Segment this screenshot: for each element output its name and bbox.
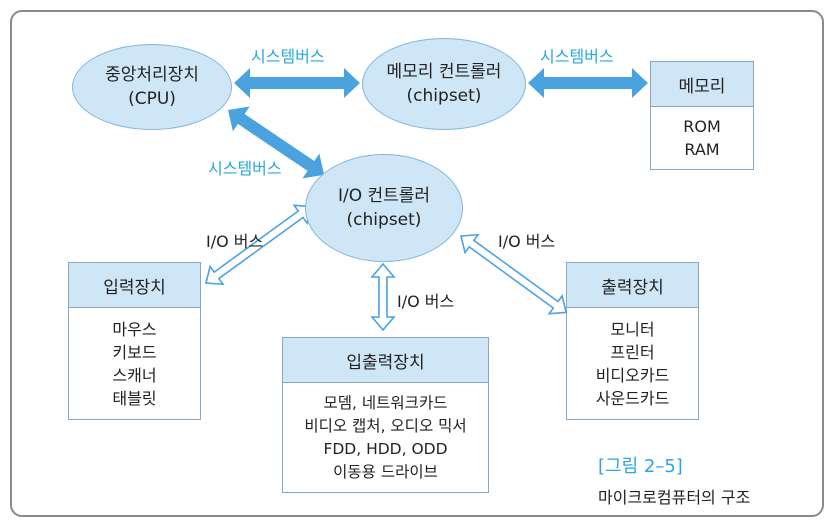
io-device-item: 모뎀, 네트워크카드 [323, 393, 448, 412]
memory-item: ROM [683, 117, 721, 136]
output-device-item: 모니터 [610, 319, 655, 339]
io-device-box: 입출력장치 모뎀, 네트워크카드 비디오 캡처, 오디오 믹서 FDD, HDD… [282, 337, 489, 493]
memory-title: 메모리 [651, 62, 753, 107]
output-device-item: 사운드카드 [595, 388, 670, 408]
output-device-box: 출력장치 모니터 프린터 비디오카드 사운드카드 [566, 262, 699, 420]
memory-box: 메모리 ROM RAM [650, 61, 754, 170]
memory-controller-label: 메모리 컨트롤러 [386, 62, 502, 82]
output-device-title: 출력장치 [567, 263, 698, 308]
io-controller-node: I/O 컨트롤러 (chipset) [305, 154, 463, 262]
input-device-item: 키보드 [112, 342, 157, 362]
io-device-title: 입출력장치 [283, 338, 488, 383]
output-device-item: 비디오카드 [595, 365, 670, 385]
figure-caption: 마이크로컴퓨터의 구조 [598, 488, 751, 507]
system-bus-arrow-memctrl-memory [528, 68, 648, 98]
figure-frame [10, 10, 824, 517]
cpu-label: 중앙처리장치 [105, 65, 199, 85]
cpu-sublabel: (CPU) [128, 89, 176, 109]
input-device-box: 입력장치 마우스 키보드 스캐너 태블릿 [68, 262, 201, 420]
io-device-item: 이동용 드라이브 [333, 462, 438, 481]
io-bus-label: I/O 버스 [206, 232, 264, 251]
memory-controller-node: 메모리 컨트롤러 (chipset) [362, 38, 526, 130]
io-controller-sublabel: (chipset) [346, 210, 422, 230]
system-bus-arrow-cpu-memctrl [234, 68, 360, 98]
io-device-item: FDD, HDD, ODD [323, 439, 448, 458]
system-bus-label: 시스템버스 [251, 47, 325, 66]
input-device-item: 스캐너 [112, 365, 157, 385]
memory-item: RAM [684, 140, 720, 159]
output-device-item: 프린터 [610, 342, 655, 362]
cpu-node: 중앙처리장치 (CPU) [72, 44, 232, 130]
io-bus-label: I/O 버스 [397, 292, 455, 311]
figure-number: [그림 2–5] [598, 456, 683, 477]
io-device-item: 비디오 캡처, 오디오 믹서 [304, 416, 467, 435]
input-device-item: 마우스 [112, 319, 157, 339]
input-device-title: 입력장치 [69, 263, 200, 308]
input-device-item: 태블릿 [112, 388, 157, 408]
io-bus-arrow-iodevice [370, 262, 396, 332]
memory-controller-sublabel: (chipset) [406, 86, 482, 106]
io-bus-label: I/O 버스 [498, 232, 556, 251]
system-bus-label: 시스템버스 [208, 159, 282, 178]
system-bus-label: 시스템버스 [540, 47, 614, 66]
io-controller-label: I/O 컨트롤러 [337, 186, 431, 206]
system-bus-arrow-cpu-ioctrl [228, 106, 325, 179]
